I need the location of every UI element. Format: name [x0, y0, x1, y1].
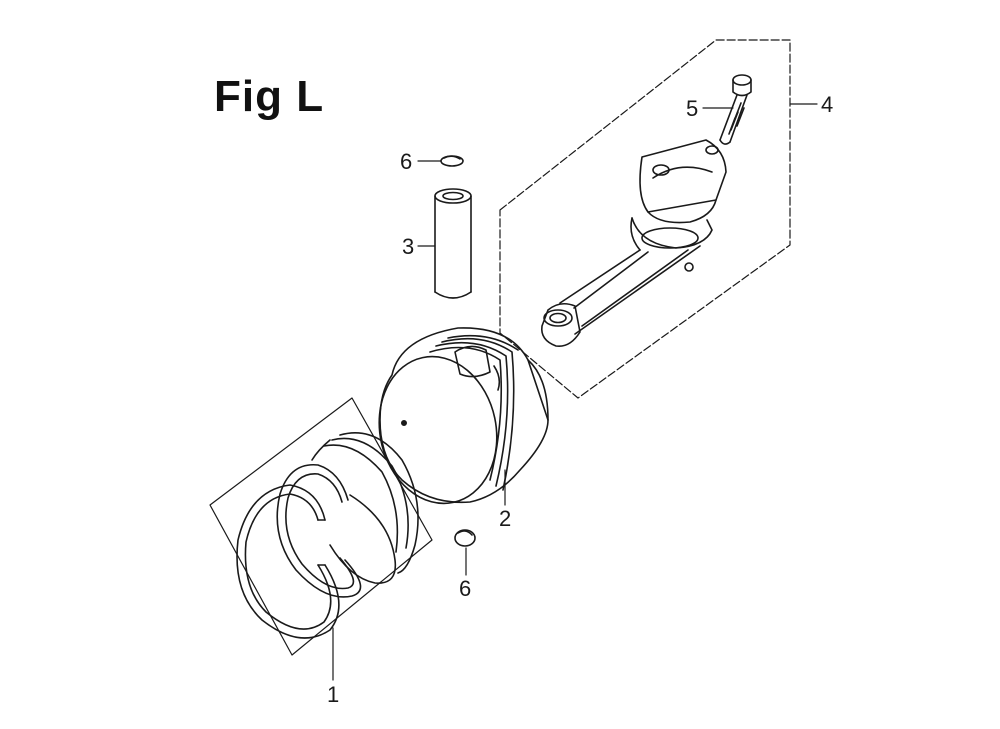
callout-2: 2 — [499, 506, 512, 531]
callout-5: 5 — [686, 96, 699, 121]
rod-bolt — [719, 74, 752, 145]
connecting-rod — [540, 139, 727, 348]
circlip-bottom — [454, 529, 476, 547]
callout-3: 3 — [402, 234, 415, 259]
part-4-group-outline — [499, 39, 791, 399]
figure-title: Fig L — [214, 72, 325, 121]
circlip-top — [440, 155, 464, 167]
leader-lines — [332, 103, 818, 681]
callout-6-top: 6 — [400, 149, 413, 174]
part-1-group-outline — [209, 397, 433, 656]
callout-1: 1 — [327, 682, 340, 707]
piston — [378, 327, 549, 505]
piston-pin — [434, 188, 472, 299]
piston-rings — [236, 431, 419, 639]
callout-6-bottom: 6 — [459, 576, 472, 601]
callout-4: 4 — [821, 92, 834, 117]
